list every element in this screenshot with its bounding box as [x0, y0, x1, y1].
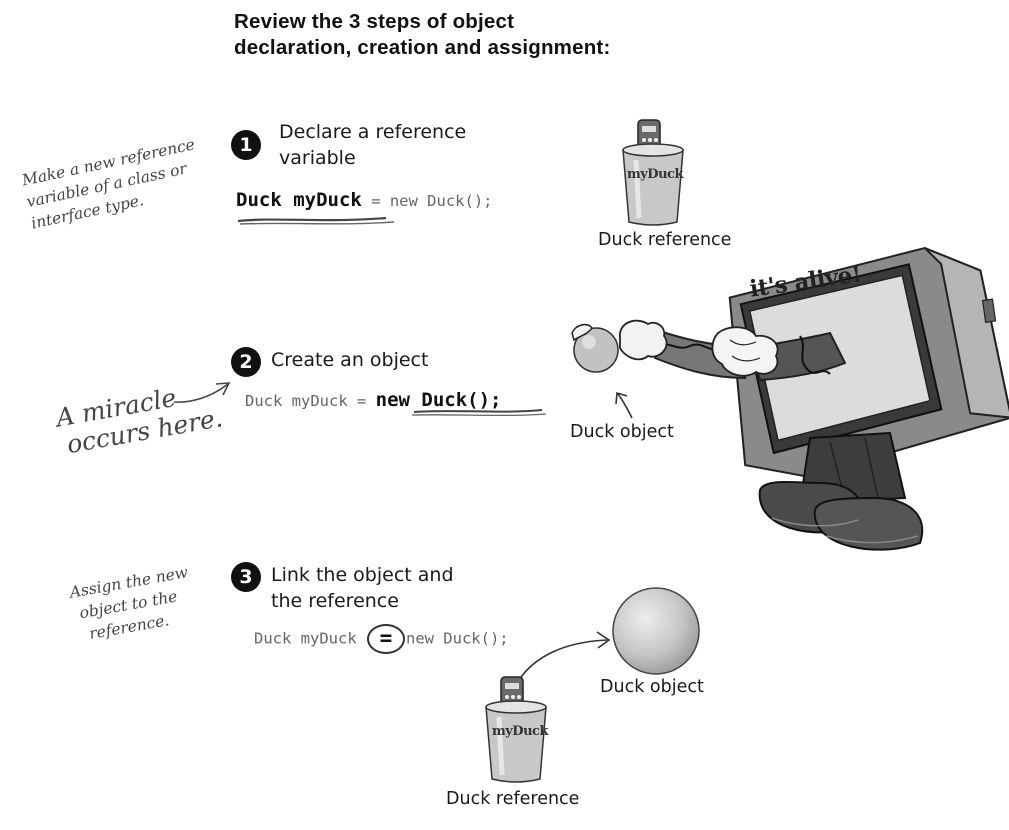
- step-1-cup-icon: [622, 119, 684, 226]
- step-3-heading-line-2: the reference: [271, 590, 399, 612]
- title-line-1: Review the 3 steps of object: [234, 10, 515, 33]
- note-reference-variable: Make a new reference variable of a class…: [20, 133, 206, 234]
- step-2-code-plain: Duck myDuck =: [245, 392, 376, 410]
- step-1-underline: [237, 216, 395, 225]
- link-arrow: [518, 631, 611, 681]
- step-3-heading-line-1: Link the object and: [271, 564, 454, 586]
- step-1-caption: Duck reference: [598, 230, 732, 250]
- step-2-caption-arrow: [615, 391, 633, 419]
- step-3-object-caption: Duck object: [600, 677, 704, 697]
- step-2-caption: Duck object: [570, 422, 674, 442]
- step-3-cup-icon: [485, 676, 547, 783]
- step-1-code-rest: = new Duck();: [361, 192, 493, 210]
- step-1-badge: 1: [231, 130, 261, 160]
- step-1-code: Duck myDuck = new Duck();: [236, 189, 493, 211]
- title-line-2: declaration, creation and assignment:: [234, 36, 611, 59]
- step-2-code-end: ;: [490, 389, 502, 411]
- step-1-heading: Declare a reference variable: [279, 119, 466, 171]
- step-3-code-eq: =: [366, 624, 405, 654]
- step-1-cup-label: myDuck: [627, 167, 683, 182]
- step-1-heading-line-1: Declare a reference: [279, 121, 467, 143]
- step-2-badge: 2: [231, 347, 261, 377]
- step-3-reference-caption: Duck reference: [446, 789, 580, 809]
- note-2-arrow: [173, 382, 231, 403]
- step-2-code-emphasis: new Duck(): [375, 389, 491, 411]
- step-3-heading: Link the object and the reference: [271, 562, 454, 614]
- page-title: Review the 3 steps of object declaration…: [234, 9, 611, 61]
- computer-creature-illustration: [571, 246, 1009, 551]
- step-3-cup-label: myDuck: [492, 724, 548, 739]
- step-2-underline: [411, 409, 547, 417]
- step-3-code-left: Duck myDuck: [254, 629, 366, 648]
- step-3-code-right: new Duck();: [405, 629, 509, 648]
- step-2-heading: Create an object: [271, 349, 429, 371]
- step-1-code-emphasis: Duck myDuck: [236, 189, 362, 211]
- note-assign: Assign the new object to the reference.: [68, 561, 197, 647]
- step-1-heading-line-2: variable: [279, 147, 356, 169]
- step-3-badge: 3: [231, 562, 261, 592]
- step-3-object-icon: [612, 587, 700, 675]
- step-2-code: Duck myDuck = new Duck();: [245, 389, 502, 411]
- step-3-code: Duck myDuck =new Duck();: [254, 624, 509, 654]
